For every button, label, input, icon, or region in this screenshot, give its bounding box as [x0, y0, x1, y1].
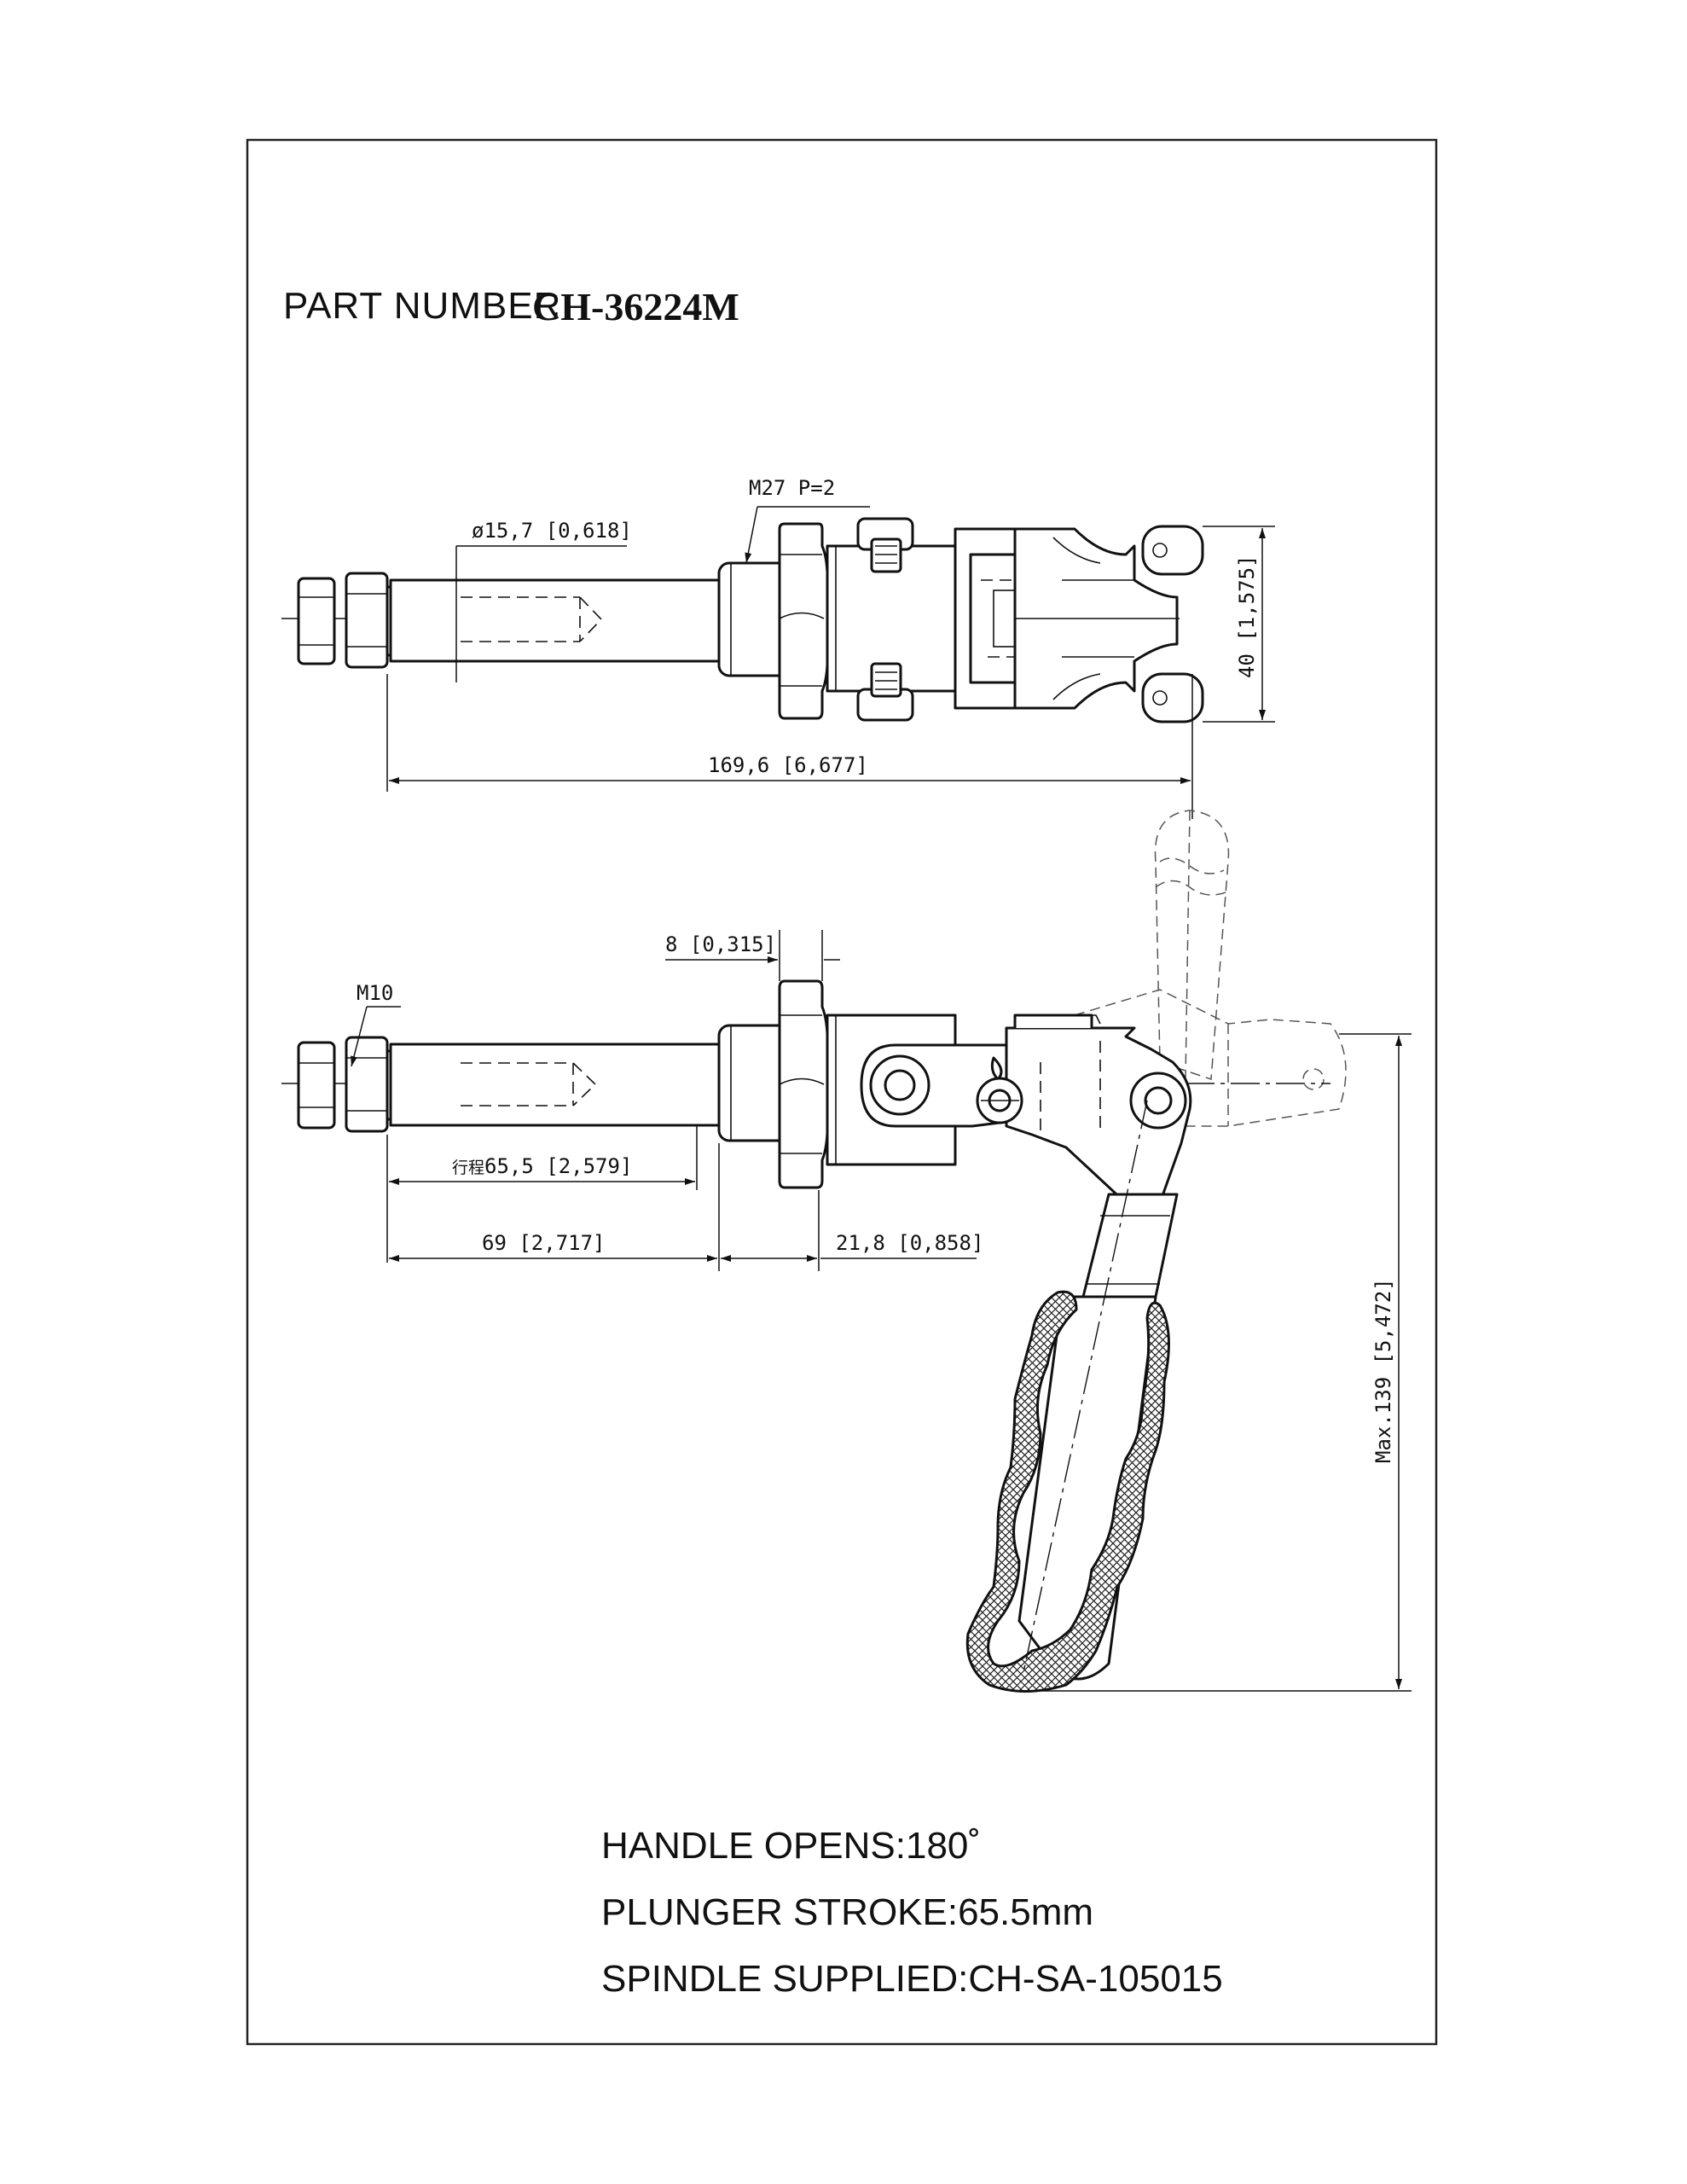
side-stroke-dim: 65,5 [2,579] [484, 1154, 632, 1178]
spec-plunger-stroke: PLUNGER STROKE:65.5mm [601, 1891, 1093, 1933]
side-handle-open-ghost [1154, 810, 1230, 1081]
side-stroke-prefix: 行程 [452, 1159, 484, 1177]
side-m10-dim: M10 [357, 981, 393, 1005]
side-lock-nut [345, 1036, 389, 1133]
side-end-nut [297, 1041, 336, 1130]
side-view: M10 8 [0,315] 行程 65,5 [2,579] 69 [2,717]… [281, 810, 1412, 1693]
spec-handle-opens: HANDLE OPENS:180˚ [601, 1825, 981, 1867]
part-number-value: CH-36224M [532, 285, 739, 328]
top-lock-nut [345, 572, 389, 669]
part-number-label: PART NUMBER: [283, 285, 573, 327]
side-handle-shaft [1081, 1193, 1179, 1298]
top-length-dim: 169,6 [6,677] [708, 753, 868, 777]
side-handle-pin [1129, 1072, 1187, 1130]
side-body-length-dim: 21,8 [0,858] [836, 1231, 983, 1255]
top-fork-eye-lower [1141, 672, 1204, 723]
spec-spindle-supplied: SPINDLE SUPPLIED:CH-SA-105015 [601, 1958, 1223, 2000]
top-thread-dim: M27 P=2 [749, 476, 835, 500]
top-diameter-dim: ø15,7 [0,618] [472, 519, 632, 543]
drawing-frame [246, 138, 1438, 2046]
side-plunger [389, 1043, 721, 1127]
side-handle-grip [965, 1290, 1170, 1693]
side-link-pin [869, 1054, 930, 1116]
side-plunger-length-dim: 69 [2,717] [482, 1231, 606, 1255]
top-view: ø15,7 [0,618] M27 P=2 169,6 [6,677] 40 [… [281, 476, 1275, 819]
top-mounting-nut [778, 522, 829, 720]
top-plunger [389, 578, 721, 663]
specifications: HANDLE OPENS:180˚ PLUNGER STROKE:65.5mm … [601, 1825, 1223, 2000]
top-fork-eye-upper [1141, 525, 1204, 576]
top-end-nut [297, 577, 336, 665]
side-mounting-nut [778, 979, 829, 1189]
side-handle-head [1005, 1026, 1192, 1205]
side-flange-dim: 8 [0,315] [665, 932, 776, 956]
side-max-height-dim: Max.139 [5,472] [1371, 1278, 1395, 1463]
top-height-dim: 40 [1,575] [1235, 555, 1259, 679]
